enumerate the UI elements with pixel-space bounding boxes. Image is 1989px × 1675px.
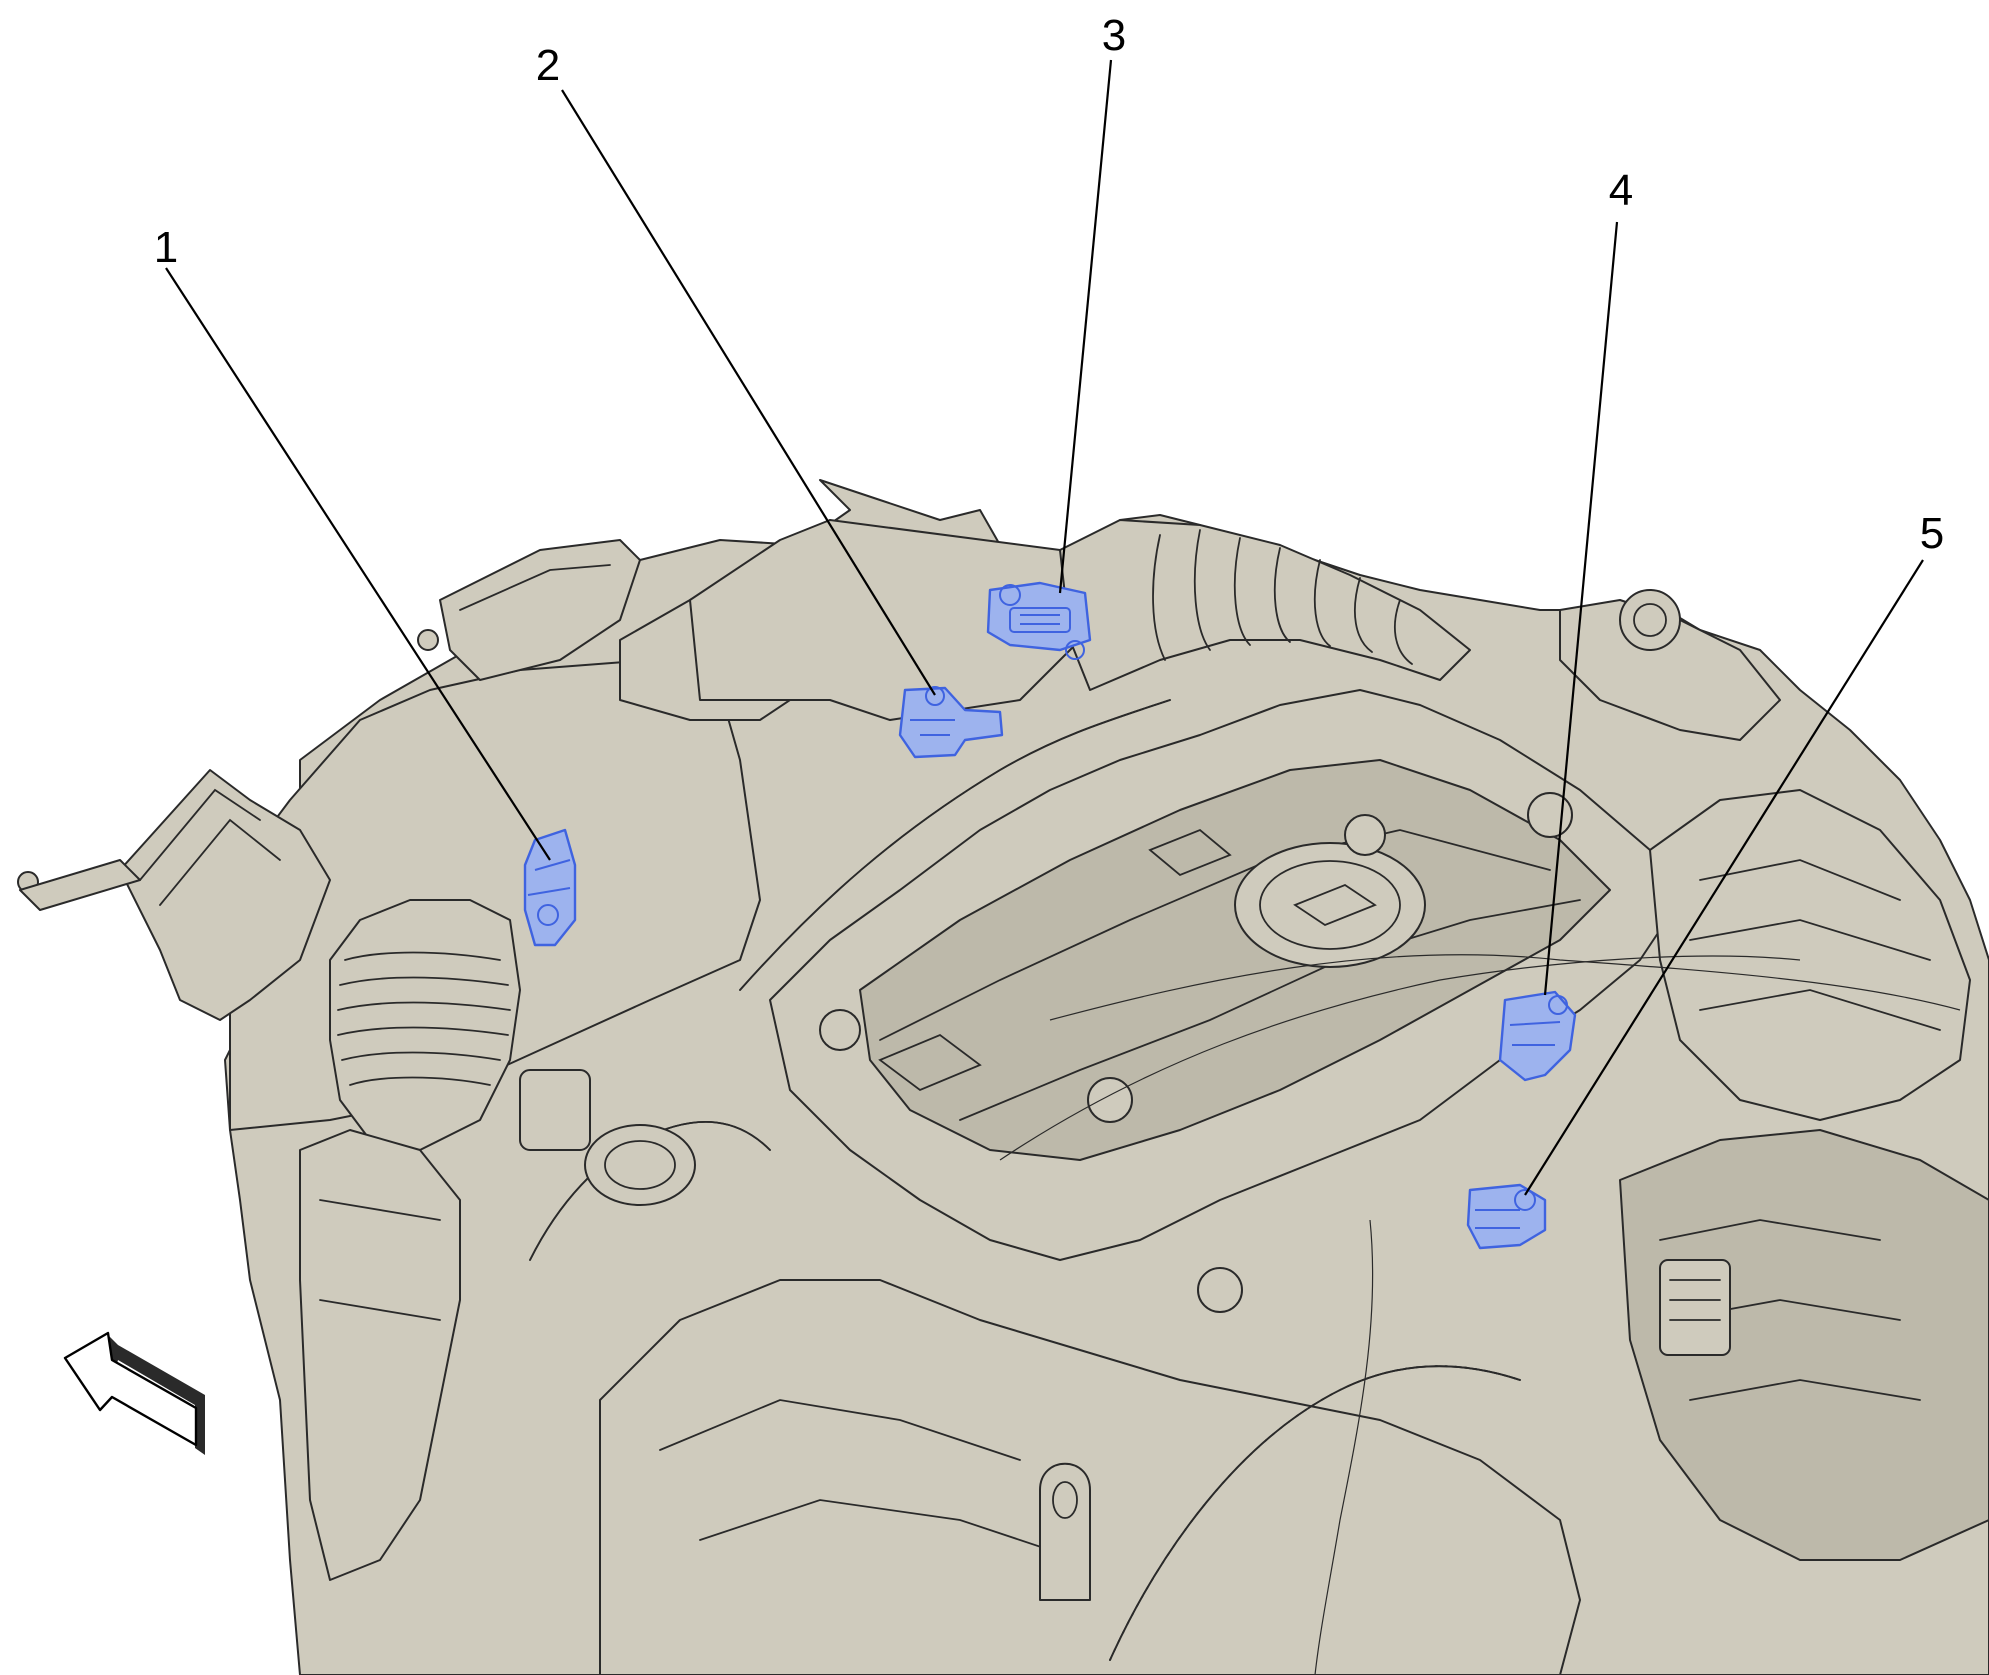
bolt [1087,1077,1133,1123]
bolt [1197,1267,1243,1313]
left-intake-duct [119,769,331,1021]
leader-line-1 [165,267,551,861]
oil-filler-cap [1234,842,1426,968]
bolt [819,1009,861,1051]
callout-1: 1 [154,223,178,272]
exhaust-manifold [1619,1129,1989,1561]
front-direction-arrow-icon [63,1331,205,1455]
sensor-5 [1466,1183,1547,1250]
callout-2: 2 [536,41,560,90]
engine-assembly [17,479,1989,1675]
connector [1659,1259,1731,1356]
leader-line-4 [1543,221,1619,996]
sensor-4 [1498,990,1577,1082]
callout-3: 3 [1102,11,1126,60]
lower-left-duct [299,1129,461,1581]
bolt [1344,814,1386,856]
sensor-1 [523,828,577,947]
filter-canister [584,1124,696,1206]
lifting-eye [1039,1462,1091,1601]
bolt [1527,792,1573,838]
sensor-3 [986,581,1092,660]
leader-line-2 [561,89,936,696]
callout-4: 4 [1609,166,1633,215]
lower-engine-block [599,1279,1581,1675]
upper-air-box [689,519,1081,721]
right-manifold [1649,789,1971,1121]
callout-5: 5 [1920,509,1944,558]
leader-line-5 [1524,559,1924,1196]
upper-intake-duct [439,539,641,681]
cover-ridge [859,759,1611,1161]
leader-line-3 [1058,59,1113,594]
sensor-2 [898,686,1004,759]
connector [519,1069,591,1151]
